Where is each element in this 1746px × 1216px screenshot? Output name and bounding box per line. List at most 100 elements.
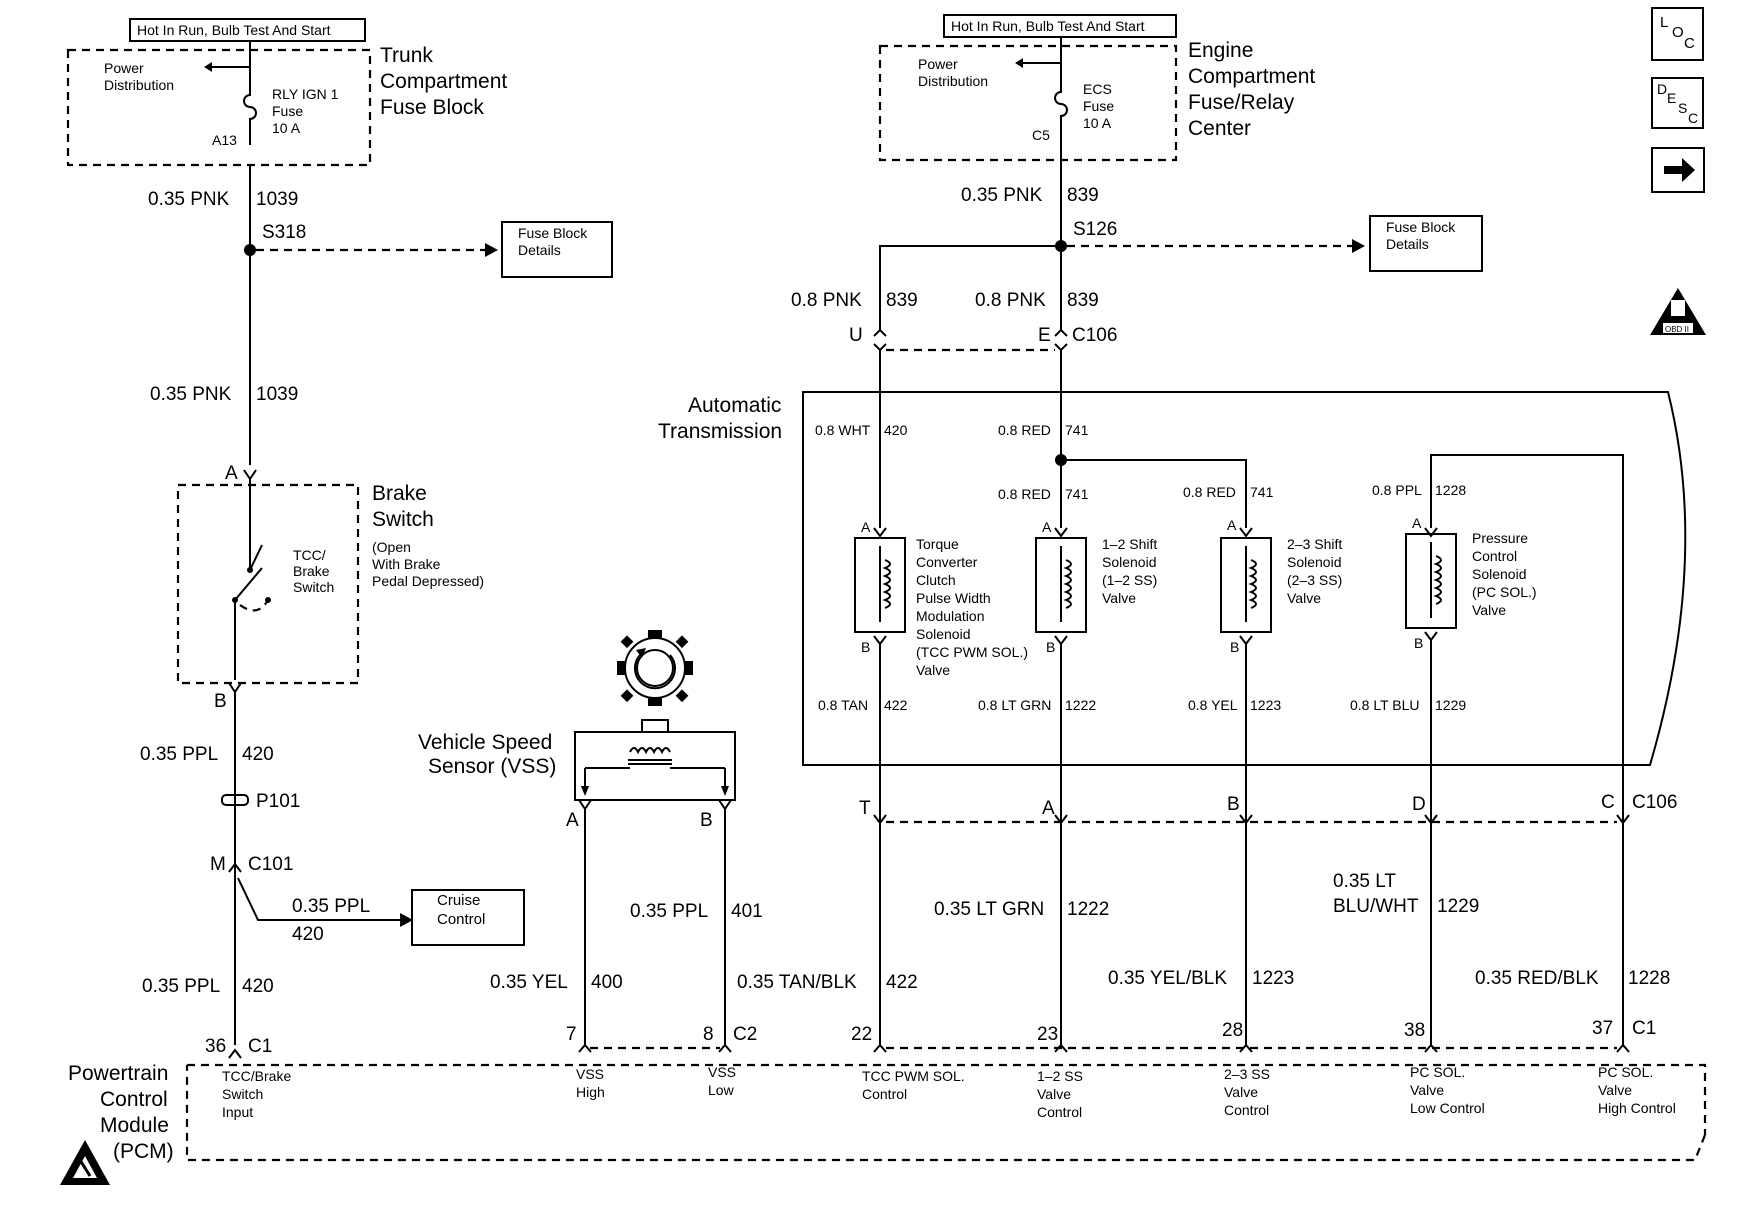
solenoid-1-2-shift: A B 1–2 Shift Solenoid (1–2 SS) Valve [1035, 519, 1157, 655]
connector-e: E [1038, 325, 1051, 346]
fuse-block-details-right[interactable]: Fuse Block Details [1369, 215, 1483, 272]
vss-pin-b: B [700, 810, 713, 831]
wire-label-tanblk-422: 0.35 TAN/BLK [737, 972, 857, 993]
power-distribution-label-2: Distribution [104, 77, 174, 93]
sol-line: (2–3 SS) [1287, 572, 1342, 588]
wire-label-pnk-839: 0.35 PNK [961, 185, 1043, 206]
connector-b-brake: B [214, 691, 227, 712]
wire-label-yel-1223: 0.8 YEL [1188, 697, 1238, 713]
wire-label-ppl-401: 0.35 PPL [630, 901, 708, 922]
details-label-2: Details [518, 242, 561, 258]
desc-letter: D [1657, 81, 1667, 97]
wire-label-pnk-1039: 0.35 PNK [148, 189, 230, 210]
sol-line: Pressure [1472, 530, 1528, 546]
wire-label-yel-400: 0.35 YEL [490, 972, 568, 993]
brake-title-1: Brake [372, 482, 427, 505]
solenoid-2-3-shift: A B 2–3 Shift Solenoid (2–3 SS) Valve [1220, 517, 1342, 655]
pcm-pin-text: Control [862, 1086, 907, 1102]
connector-u: U [849, 325, 863, 346]
desc-icon[interactable]: D E S C [1651, 77, 1704, 129]
pcm-pin-1-2-ss-control: 1–2 SS Valve Control [1037, 1068, 1083, 1120]
wire-label-ppl-420-a: 0.35 PPL [140, 744, 218, 765]
circuit-1223: 1223 [1252, 968, 1294, 989]
pcm-pin-text: Control [1037, 1104, 1082, 1120]
sol-line: Control [1472, 548, 1517, 564]
pcm-title-1: Powertrain [68, 1062, 168, 1085]
connector-c106-top: C106 [1072, 325, 1117, 346]
connector-p101 [221, 794, 249, 806]
pcm-pin-pc-sol-high-control: PC SOL. Valve High Control [1598, 1064, 1676, 1116]
pcm-title-2: Control [100, 1088, 168, 1111]
header-box-right: Hot In Run, Bulb Test And Start [943, 14, 1177, 38]
cruise-label-2: Control [437, 911, 485, 928]
obd-ii-icon: OBD II [1650, 288, 1706, 335]
sol-line: Pulse Width [916, 590, 991, 606]
wire-label-ltbluwht-1229-2: BLU/WHT [1333, 896, 1419, 917]
connector-d: D [1412, 794, 1426, 815]
circuit-420-b: 420 [242, 976, 274, 997]
circuit-422: 422 [886, 972, 918, 993]
trunk-title-3: Fuse Block [380, 96, 484, 119]
header-label-left: Hot In Run, Bulb Test And Start [137, 22, 331, 38]
circuit-420-a: 420 [242, 744, 274, 765]
brake-title-2: Switch [372, 508, 434, 531]
ecs-fuse-name: ECS [1083, 81, 1112, 97]
desc-letter: C [1688, 110, 1698, 126]
circuit-741-top: 741 [1065, 422, 1089, 438]
sol-line: (1–2 SS) [1102, 572, 1157, 588]
ecs-fuse-label: Fuse [1083, 98, 1114, 114]
ecs-fuse-symbol [1054, 63, 1068, 160]
pcm-module [185, 1063, 1707, 1162]
details-right-label: Fuse Block [1386, 219, 1456, 235]
brake-note-2: With Brake [372, 556, 441, 572]
sol-line: Valve [1102, 590, 1136, 606]
vss-title-2: Sensor (VSS) [428, 755, 556, 778]
sol-pin-b: B [1230, 639, 1239, 655]
pin-36: 36 [205, 1036, 226, 1057]
engine-title-3: Fuse/Relay [1188, 91, 1295, 114]
sol-line: 1–2 Shift [1102, 536, 1157, 552]
wire-label-red-741-top: 0.8 RED [998, 422, 1051, 438]
wire-label-yelblk-1223: 0.35 YEL/BLK [1108, 968, 1227, 989]
circuit-1229-trans: 1229 [1435, 697, 1466, 713]
engine-fuse-center: Power Distribution ECS Fuse 10 A C5 Engi… [878, 37, 1315, 162]
header-box-left: Hot In Run, Bulb Test And Start [129, 18, 366, 42]
pcm-pin-2-3-ss-control: 2–3 SS Valve Control [1224, 1066, 1270, 1118]
circuit-839-left: 839 [886, 290, 918, 311]
cruise-control-box[interactable]: Cruise Control [411, 889, 525, 946]
sol-line: Solenoid [1102, 554, 1157, 570]
fuse-symbol [243, 67, 257, 145]
connector-a-bottom: A [1042, 798, 1055, 819]
circuit-1039-b: 1039 [256, 384, 298, 405]
wire-label-red-741-a: 0.8 RED [998, 486, 1051, 502]
loc-letter: C [1684, 35, 1695, 52]
vss-pin-a: A [566, 810, 579, 831]
sol-pin-a: A [1227, 517, 1237, 533]
sol-line: Solenoid [916, 626, 971, 642]
brake-note-1: (Open [372, 539, 411, 555]
vss-title-1: Vehicle Speed [418, 731, 552, 754]
pcm-pin-text: High [576, 1084, 605, 1100]
circuit-1222-trans: 1222 [1065, 697, 1096, 713]
wire-label-red-741-b: 0.8 RED [1183, 484, 1236, 500]
brake-note-3: Pedal Depressed) [372, 573, 484, 589]
trunk-title-1: Trunk [380, 44, 433, 67]
switch-inner-2: Brake [293, 563, 330, 579]
solenoid-tcc-pwm: A B Torque Converter Clutch Pulse Width … [854, 519, 1028, 678]
connector-c: C [1601, 792, 1615, 813]
fuse-block-details-left[interactable]: Fuse Block Details [501, 221, 613, 278]
circuit-422-trans: 422 [884, 697, 908, 713]
connector-a-brake: A [225, 463, 238, 484]
wire-label-ppl-1228: 0.8 PPL [1372, 482, 1422, 498]
esd-warning-icon [60, 1140, 110, 1185]
wire-label-ltgrn-1222: 0.35 LT GRN [934, 899, 1044, 920]
circuit-741-b: 741 [1250, 484, 1274, 500]
loc-icon[interactable]: L O C [1651, 7, 1704, 61]
wire-label-tan-422: 0.8 TAN [818, 697, 868, 713]
sol-line: Valve [1472, 602, 1506, 618]
sol-line: Valve [1287, 590, 1321, 606]
circuit-420-trans: 420 [884, 422, 908, 438]
connector-t: T [859, 798, 871, 819]
next-page-arrow-icon[interactable] [1651, 147, 1705, 193]
